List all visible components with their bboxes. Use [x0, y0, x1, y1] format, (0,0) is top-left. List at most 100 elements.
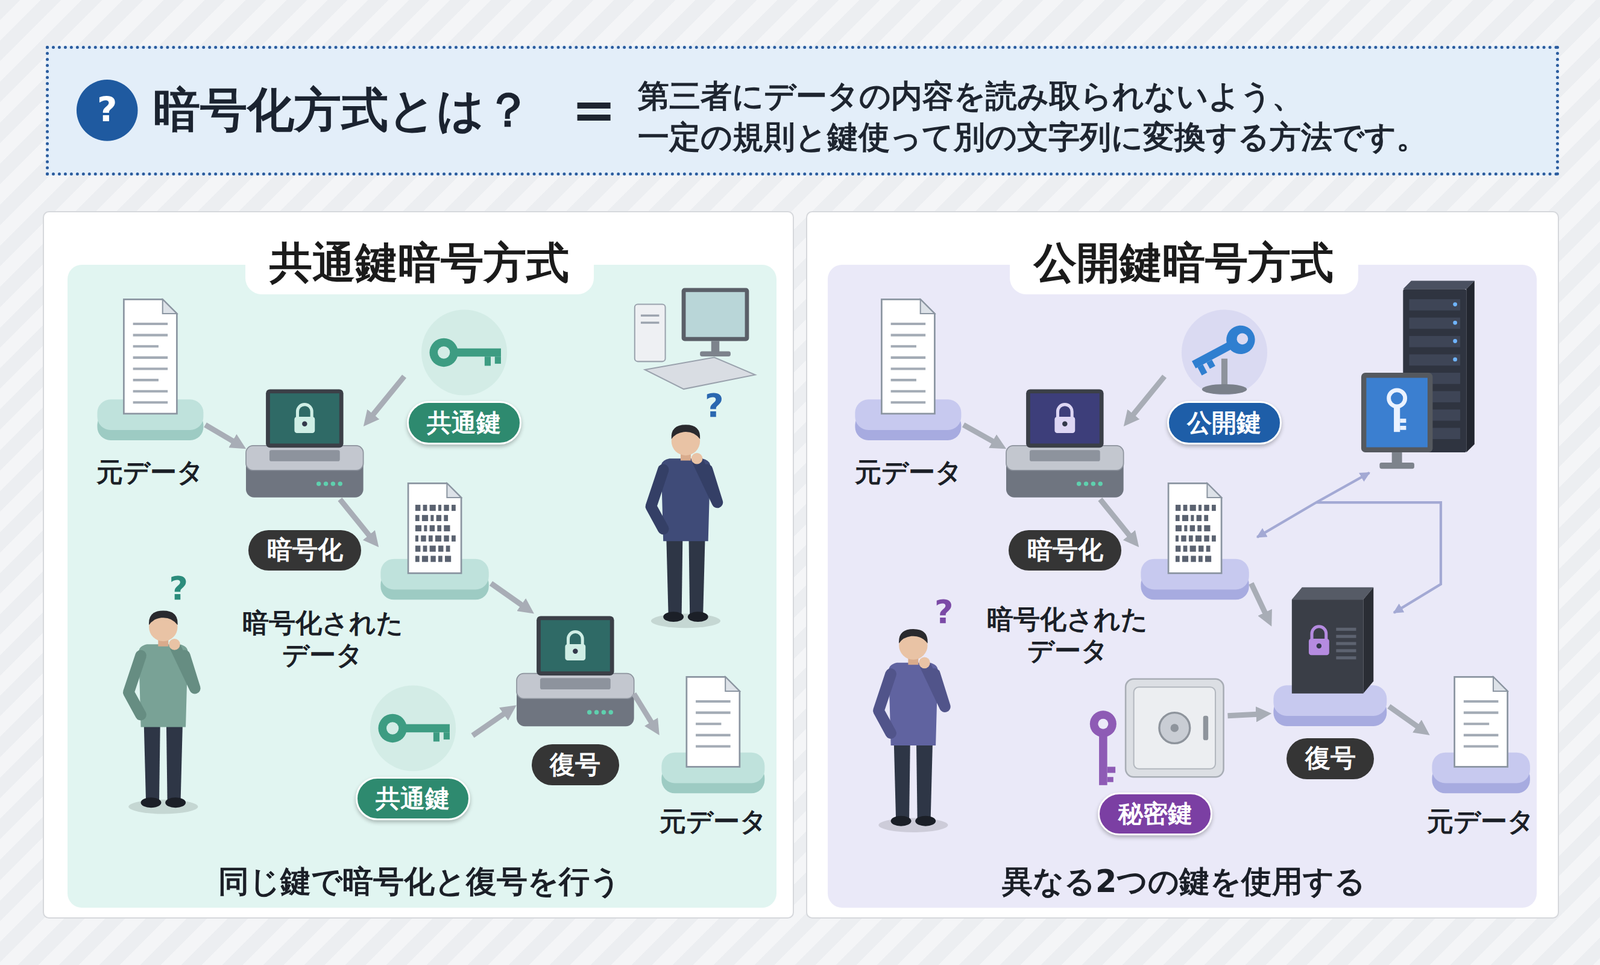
question-mark: ?	[704, 386, 724, 426]
device-base-top	[516, 672, 635, 699]
key-bow	[1089, 710, 1117, 737]
status-led	[608, 709, 613, 714]
key-shaft	[455, 347, 501, 357]
data-label: 暗号化された データ	[978, 603, 1157, 668]
document-page	[1168, 482, 1222, 573]
server-rack	[1452, 302, 1458, 307]
key-bow	[1220, 320, 1260, 359]
page-fold	[920, 299, 936, 314]
server-rack	[1452, 338, 1458, 344]
person-figure	[925, 665, 945, 707]
person-figure	[671, 424, 701, 439]
monitor	[1388, 390, 1406, 407]
node-illustration	[245, 388, 364, 497]
node-illustration	[1089, 678, 1224, 785]
arrow-connector	[1100, 499, 1134, 541]
monitor	[1366, 377, 1428, 447]
server-rack	[1452, 320, 1458, 325]
cipher-glyph	[1211, 534, 1216, 541]
document-page	[686, 676, 740, 767]
cipher-glyph	[1190, 503, 1197, 511]
cipher-glyph	[435, 534, 442, 541]
padlock-shackle	[1058, 403, 1073, 418]
arrow-connector	[1227, 713, 1263, 716]
person-figure	[894, 740, 911, 819]
key-pill: 秘密鍵	[1097, 792, 1213, 836]
server-rack	[1452, 357, 1458, 362]
person-figure	[651, 424, 721, 628]
keyhole	[572, 648, 578, 653]
page-fold	[1207, 482, 1223, 498]
cipher-glyph	[444, 503, 450, 511]
cipher-glyph	[415, 544, 421, 552]
question-mark: ?	[168, 569, 188, 609]
node-illustration	[1431, 676, 1530, 793]
text-slot: 暗号化された データ	[978, 603, 1157, 668]
key-badge	[420, 309, 507, 395]
key-tooth	[484, 356, 491, 366]
status-led	[338, 481, 343, 486]
public-key	[1187, 320, 1260, 377]
person-figure	[165, 796, 186, 808]
status-led	[587, 709, 592, 714]
monitor	[1399, 425, 1406, 430]
text-line	[132, 400, 168, 404]
node-safekey: 秘密鍵	[1082, 674, 1228, 838]
cipher-glyph	[438, 555, 443, 562]
key-hole	[386, 721, 399, 734]
cipher-glyph	[1175, 503, 1181, 511]
key-hole	[437, 346, 450, 359]
screen	[540, 619, 611, 671]
text-line	[891, 322, 926, 325]
text-slot: 元データ	[659, 805, 767, 838]
key-tooth	[1107, 776, 1114, 782]
node-laptop: 暗号化	[1006, 387, 1124, 500]
text-slot: 同じ鍵で暗号化と復号を行う	[218, 863, 621, 901]
key-tooth	[1197, 364, 1207, 375]
vent-line	[1336, 634, 1357, 638]
keyboard	[269, 449, 341, 462]
node-pubkey: 公開鍵	[1164, 307, 1285, 446]
cipher-glyph	[1182, 555, 1189, 562]
text-line	[891, 390, 926, 393]
text-slot: 秘密鍵	[1097, 792, 1213, 836]
node-icon	[1138, 481, 1251, 602]
desktop-computer	[685, 291, 745, 337]
node-laptop: 暗号化	[245, 387, 364, 500]
text-line	[132, 333, 168, 336]
text-slot: 元データ	[96, 456, 204, 489]
desktop-computer	[634, 287, 756, 389]
node-icon	[516, 613, 635, 729]
panel-caption: 異なる2つの鍵を使用する	[1001, 863, 1366, 901]
node-illustration	[370, 684, 456, 771]
node-illustration	[381, 482, 489, 600]
node-illustration	[855, 299, 962, 441]
desktop-computer	[640, 314, 659, 316]
person-figure	[891, 815, 912, 826]
device-base-top	[1006, 445, 1124, 471]
text-line	[1463, 711, 1499, 714]
text-slot: 共通鍵暗号方式	[245, 230, 594, 295]
cipher-glyph	[1175, 544, 1181, 552]
cipher-glyph	[431, 514, 435, 521]
document-page	[123, 299, 177, 414]
cipher-glyph	[1191, 555, 1197, 562]
cube-top	[1291, 587, 1374, 600]
cipher-glyph	[1175, 524, 1182, 531]
label-slot: ?	[168, 569, 188, 609]
safe-dial-center	[1170, 723, 1180, 732]
cipher-glyph	[428, 534, 433, 541]
cipher-glyph	[431, 555, 436, 562]
cipher-glyph	[429, 503, 436, 511]
arrow-connector	[472, 709, 510, 735]
cipher-glyph	[429, 544, 436, 552]
node-icon	[1271, 582, 1389, 728]
cipher-glyph	[1183, 503, 1188, 511]
cipher-glyph	[422, 514, 429, 521]
server-rack	[1408, 317, 1461, 330]
person-figure	[128, 610, 198, 814]
document-page	[881, 299, 936, 414]
safe-handle	[1203, 715, 1209, 741]
text-line	[1463, 722, 1489, 725]
